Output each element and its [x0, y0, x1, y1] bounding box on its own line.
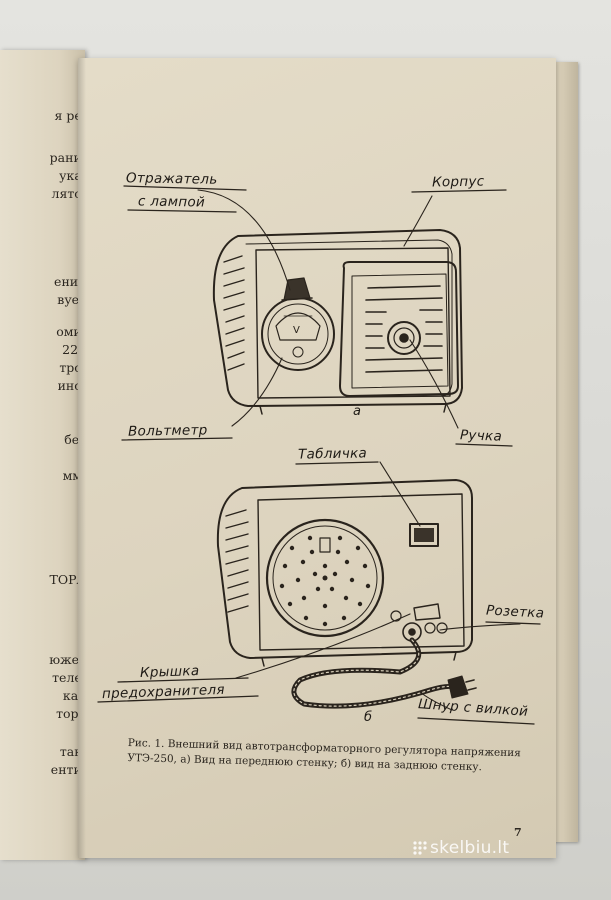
label-housing: Корпус — [431, 173, 485, 191]
back-view — [216, 479, 477, 709]
label-reflector-lamp: с лампой — [137, 193, 206, 211]
left-text-line: рани- — [49, 150, 86, 165]
left-text-line: енти- — [50, 762, 86, 777]
page-fold-shadow — [78, 58, 86, 858]
label-reflector: Отражатель — [125, 170, 218, 188]
leader-line — [403, 195, 433, 247]
leader-line — [409, 339, 459, 429]
leader-line — [231, 357, 283, 427]
page-number: 7 — [514, 826, 522, 839]
leader-line — [197, 189, 291, 291]
front-view: V — [212, 229, 463, 415]
left-text-line: южет — [49, 652, 86, 667]
label-fuse-cover: Крышка — [139, 662, 200, 682]
left-page: я ре- рани- ука- лято- ения вует оми- 22… — [0, 50, 87, 860]
main-page — [78, 58, 556, 858]
label-subfigure-b: б — [364, 710, 373, 725]
left-text-line: теле- — [52, 670, 86, 685]
watermark-text: skelbiu.lt — [430, 838, 510, 858]
label-voltmeter: Вольтметр — [127, 422, 208, 440]
label-plate: Табличка — [297, 445, 368, 463]
label-knob: Ручка — [459, 427, 503, 445]
left-text-line: лято- — [51, 186, 87, 201]
meter-letter: V — [293, 325, 300, 336]
left-text-line: ТОРА — [49, 572, 86, 587]
label-socket: Розетка — [485, 602, 545, 622]
watermark-logo-icon — [413, 841, 427, 855]
label-subfigure-a: а — [353, 404, 362, 419]
